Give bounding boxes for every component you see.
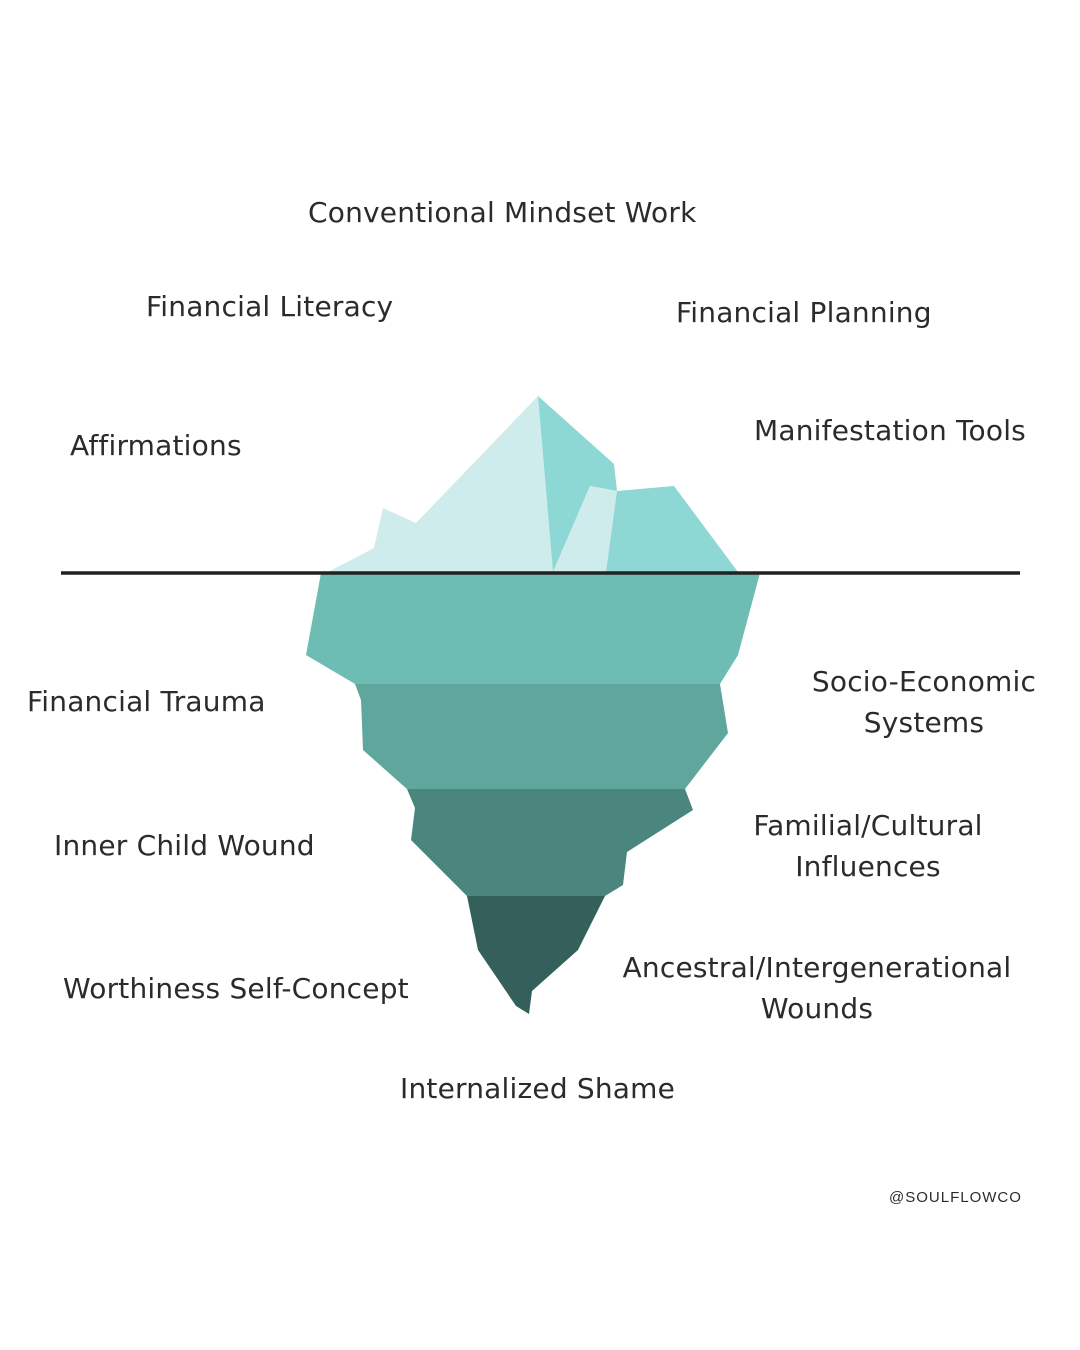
iceberg-layer-2 [355, 684, 728, 789]
label-financial-literacy: Financial Literacy [146, 290, 394, 323]
label-affirmations: Affirmations [70, 429, 242, 462]
brand-handle: @SOULFLOWCO [889, 1189, 1022, 1206]
iceberg-tip-left-face [328, 396, 553, 572]
label-ancestral-line-2: Wounds [760, 992, 874, 1025]
label-financial-trauma: Financial Trauma [27, 685, 266, 718]
label-financial-planning: Financial Planning [676, 296, 932, 329]
label-ancestral-intergenerational-wounds: Ancestral/Intergenerational Wounds [616, 947, 1018, 1029]
label-socio-economic-line-2: Systems [863, 706, 985, 739]
iceberg-tip-small-face [553, 486, 617, 572]
iceberg-layer-3 [407, 789, 693, 896]
label-ancestral-line-1: Ancestral/Intergenerational [622, 951, 1012, 984]
label-inner-child-wound: Inner Child Wound [54, 829, 315, 862]
iceberg-layer-1 [306, 573, 760, 684]
label-internalized-shame: Internalized Shame [400, 1072, 676, 1105]
iceberg-tip-peak-face [538, 396, 617, 572]
label-familial-cultural-influences: Familial/Cultural Influences [746, 805, 990, 887]
label-conventional-mindset-work: Conventional Mindset Work [308, 196, 697, 229]
label-worthiness-self-concept: Worthiness Self-Concept [63, 972, 409, 1005]
label-familial-line-1: Familial/Cultural [753, 809, 983, 842]
label-manifestation-tools: Manifestation Tools [754, 414, 1026, 447]
iceberg-layer-4 [467, 896, 605, 1014]
label-socio-economic-systems: Socio-Economic Systems [804, 661, 1044, 743]
label-socio-economic-line-1: Socio-Economic [811, 665, 1037, 698]
iceberg-tip-right-face [606, 486, 738, 572]
label-familial-line-2: Influences [795, 850, 941, 883]
